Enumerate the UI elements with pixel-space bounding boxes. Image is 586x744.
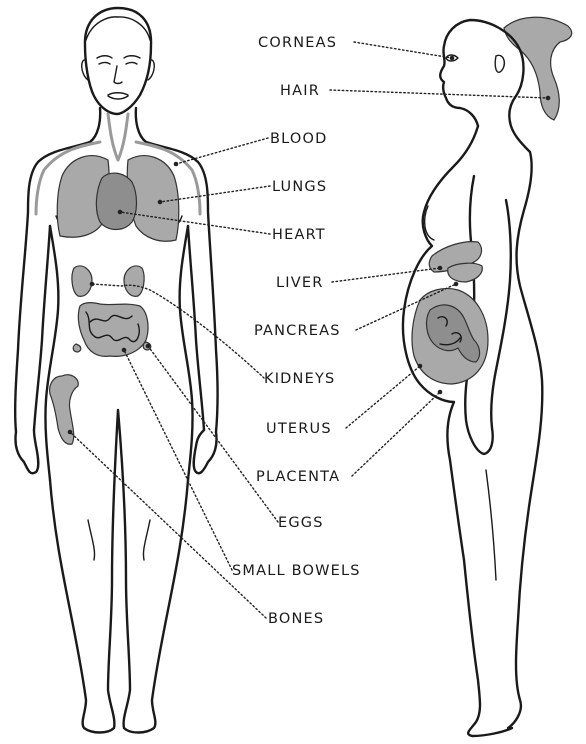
front-hair-line [86,17,150,40]
front-bone [50,375,79,445]
leader-corneas [354,42,452,58]
label-hair: HAIR [280,83,320,99]
front-kidney-left [124,266,144,296]
label-heart: HEART [272,227,326,243]
leader-small-bowels [124,350,232,570]
leader-hair [330,90,548,98]
front-legs [50,410,188,733]
label-liver: LIVER [276,275,324,291]
front-figure [15,8,217,733]
leader-blood [176,138,268,164]
side-ear [495,55,504,72]
side-back [508,122,542,728]
leader-uterus [346,366,420,428]
label-placenta: PLACENTA [256,469,340,485]
leader-bones [70,432,266,618]
leader-liver [332,268,440,282]
front-kidney-right [72,266,92,296]
front-ears [82,60,155,80]
label-small-bowels: SMALL BOWELS [232,563,361,579]
side-pancreas [448,263,483,282]
front-face [97,56,140,99]
side-figure [403,17,572,736]
label-pancreas: PANCREAS [254,323,341,339]
label-bones: BONES [268,611,324,627]
labels: CORNEAS HAIR BLOOD LUNGS HEART LIVER PAN… [232,35,361,627]
side-ponytail [504,17,572,120]
side-head-back [509,50,523,122]
leader-placenta [352,392,440,476]
label-kidneys: KIDNEYS [264,371,335,387]
side-leg-line [486,470,496,580]
label-blood: BLOOD [270,131,328,147]
front-head [85,8,151,114]
label-uterus: UTERUS [266,421,332,437]
label-corneas: CORNEAS [258,35,337,51]
front-small-bowels [78,303,148,357]
front-knees [88,520,150,560]
label-eggs: EGGS [278,515,324,531]
label-lungs: LUNGS [272,179,327,195]
side-front [403,126,512,736]
front-heart [96,173,136,229]
